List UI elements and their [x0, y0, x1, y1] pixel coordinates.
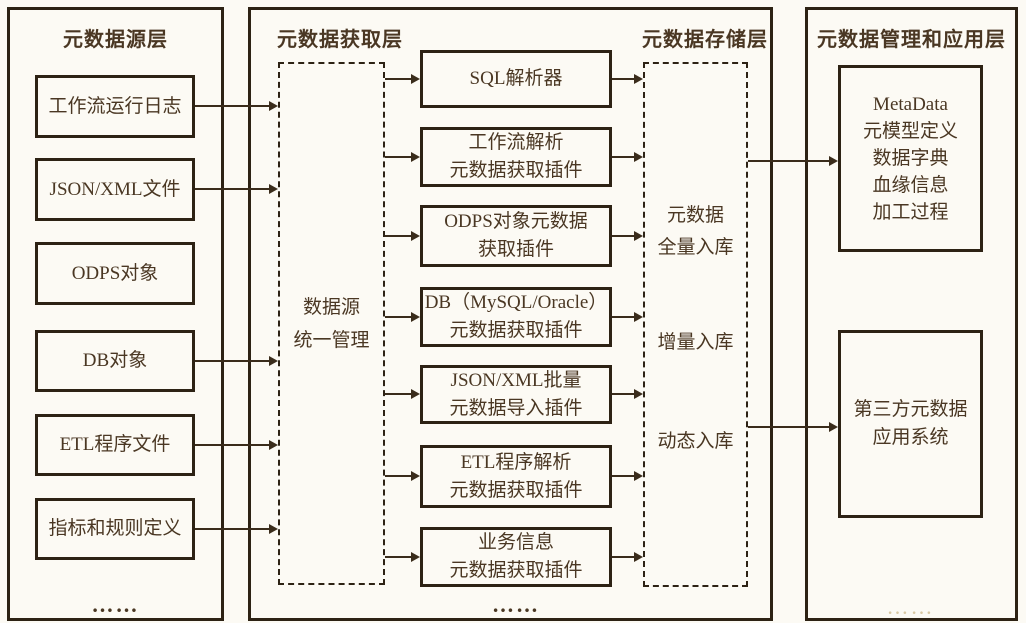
plugin-label-line1: 工作流解析 [468, 132, 564, 153]
storage-mode-full: 元数据 全量入库 [643, 200, 748, 264]
plugin-box-sql-parser: SQL解析器 [420, 50, 612, 108]
source-box-label: ETL程序文件 [59, 434, 171, 455]
plugin-label-line1: ODPS对象元数据 [444, 211, 588, 232]
storage-modes-box [643, 62, 748, 587]
storage-mode-full-line1: 元数据 [666, 205, 724, 226]
plugin-label-line2: 元数据获取插件 [449, 479, 583, 501]
datasource-manager-label-line2: 统一管理 [293, 329, 370, 351]
plugin-label-line2: 元数据获取插件 [449, 160, 583, 181]
source-box-etl-file: ETL程序文件 [35, 414, 195, 476]
application-layer-ellipsis: …… [886, 594, 935, 619]
application-layer-panel [805, 7, 1018, 621]
third-party-app-box: 第三方元数据 应用系统 [838, 330, 983, 518]
source-box-label: 指标和规则定义 [48, 518, 182, 539]
plugin-box-json-xml-import: JSON/XML批量 元数据导入插件 [420, 365, 612, 424]
acquisition-layer-ellipsis: …… [492, 592, 540, 617]
source-box-json-xml-file: JSON/XML文件 [35, 158, 195, 221]
metadata-repository-line: MetaData [873, 94, 948, 115]
source-box-label: ODPS对象 [71, 262, 159, 284]
plugin-box-workflow-parser: 工作流解析 元数据获取插件 [420, 127, 612, 187]
plugin-box-etl-parser: ETL程序解析 元数据获取插件 [420, 445, 612, 508]
metadata-repository-line: 血缘信息 [872, 175, 949, 196]
source-box-metric-rule: 指标和规则定义 [35, 498, 195, 560]
source-layer-ellipsis: …… [91, 592, 140, 617]
plugin-label: SQL解析器 [469, 68, 563, 89]
plugin-label-line2: 获取插件 [477, 239, 554, 260]
datasource-manager-box: 数据源 统一管理 [278, 62, 385, 585]
plugin-label-line1: 业务信息 [477, 532, 554, 553]
plugin-label-line2: 元数据获取插件 [449, 320, 583, 341]
storage-mode-dynamic: 动态入库 [657, 431, 734, 452]
source-layer-panel [7, 7, 224, 621]
plugin-box-odps-metadata: ODPS对象元数据 获取插件 [420, 205, 612, 267]
metadata-repository-line: 元模型定义 [862, 121, 958, 142]
acquisition-storage-layer-panel [248, 7, 773, 621]
metadata-repository-line: 数据字典 [872, 148, 949, 169]
third-party-app-line2: 应用系统 [872, 427, 949, 448]
datasource-manager-label-line1: 数据源 [302, 296, 360, 318]
third-party-app-line1: 第三方元数据 [853, 399, 968, 420]
acquisition-layer-title: 元数据获取层 [277, 29, 403, 51]
plugin-label-line2: 元数据获取插件 [449, 560, 583, 581]
source-box-label: JSON/XML文件 [49, 178, 181, 200]
storage-layer-title: 元数据存储层 [642, 29, 768, 51]
plugin-box-db-metadata: DB（MySQL/Oracle） 元数据获取插件 [420, 287, 612, 347]
plugin-label-line1: DB（MySQL/Oracle） [424, 292, 608, 313]
source-box-odps-object: ODPS对象 [35, 242, 195, 305]
source-box-workflow-log: 工作流运行日志 [35, 75, 195, 138]
storage-mode-incremental: 增量入库 [657, 332, 734, 353]
plugin-label-line1: JSON/XML批量 [450, 369, 582, 391]
metadata-repository-line: 加工过程 [872, 202, 949, 223]
application-layer-title: 元数据管理和应用层 [817, 29, 1006, 51]
storage-mode-full-line2: 全量入库 [657, 237, 734, 258]
plugin-box-business-info: 业务信息 元数据获取插件 [420, 527, 612, 587]
source-box-db-object: DB对象 [35, 330, 195, 392]
plugin-label-line1: ETL程序解析 [460, 451, 572, 473]
metadata-repository-box: MetaData 元模型定义 数据字典 血缘信息 加工过程 [838, 65, 983, 252]
source-box-label: DB对象 [82, 350, 148, 371]
plugin-label-line2: 元数据导入插件 [449, 397, 583, 419]
source-box-label: 工作流运行日志 [48, 95, 182, 117]
source-layer-title: 元数据源层 [63, 29, 168, 51]
